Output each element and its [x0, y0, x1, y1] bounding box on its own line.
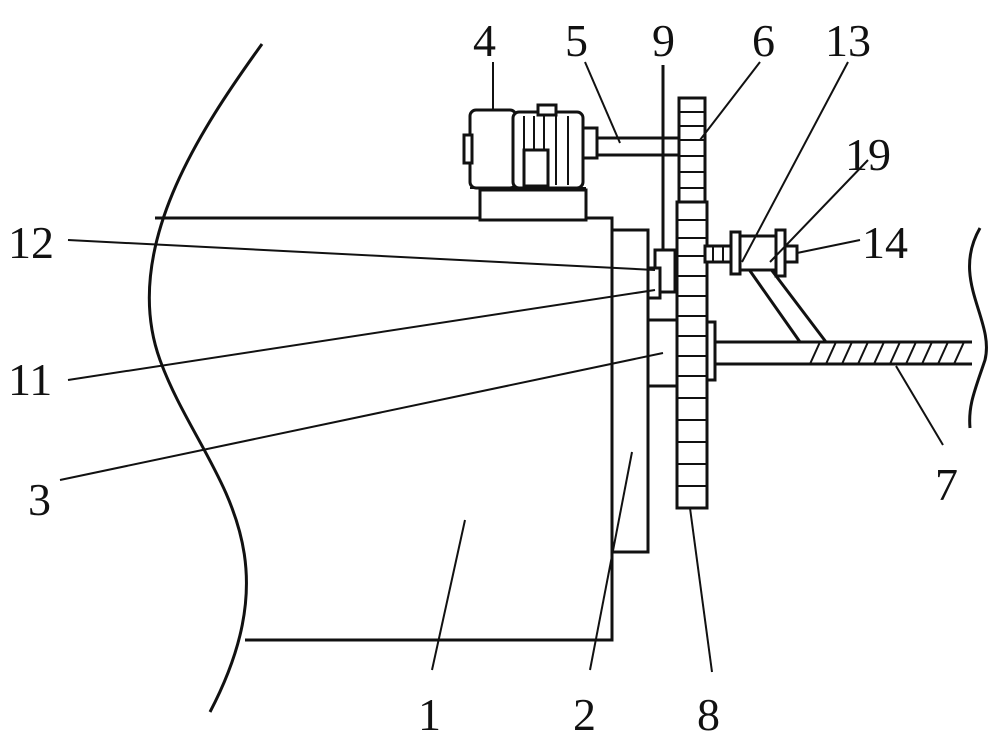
- label-8: 8: [697, 689, 720, 740]
- label-14: 14: [862, 217, 908, 268]
- motor-shaft: [595, 136, 681, 157]
- label-7: 7: [935, 459, 958, 510]
- motor-base: [478, 188, 588, 222]
- side-plate: [610, 228, 650, 554]
- break-line-right: [968, 227, 988, 429]
- leader-lines: [59, 61, 944, 673]
- main-body: [155, 216, 614, 642]
- support-rod: [646, 65, 677, 300]
- bracket-arms: [746, 267, 828, 343]
- upper-small-shaft: [703, 228, 799, 278]
- upper-gear: [677, 96, 707, 204]
- label-11: 11: [8, 354, 52, 405]
- label-6: 6: [752, 15, 775, 66]
- label-3: 3: [28, 474, 51, 525]
- break-line-left: [147, 43, 264, 713]
- bearing-block: [646, 318, 680, 388]
- label-4: 4: [473, 15, 496, 66]
- label-19: 19: [845, 129, 891, 180]
- label-1: 1: [418, 689, 441, 740]
- motor: [462, 103, 599, 190]
- label-9: 9: [652, 15, 675, 66]
- label-5: 5: [565, 15, 588, 66]
- lower-gear: [675, 200, 709, 510]
- output-shaft: [715, 340, 972, 366]
- gear-hub: [705, 320, 717, 382]
- label-13: 13: [825, 15, 871, 66]
- label-2: 2: [573, 689, 596, 740]
- label-12: 12: [8, 217, 54, 268]
